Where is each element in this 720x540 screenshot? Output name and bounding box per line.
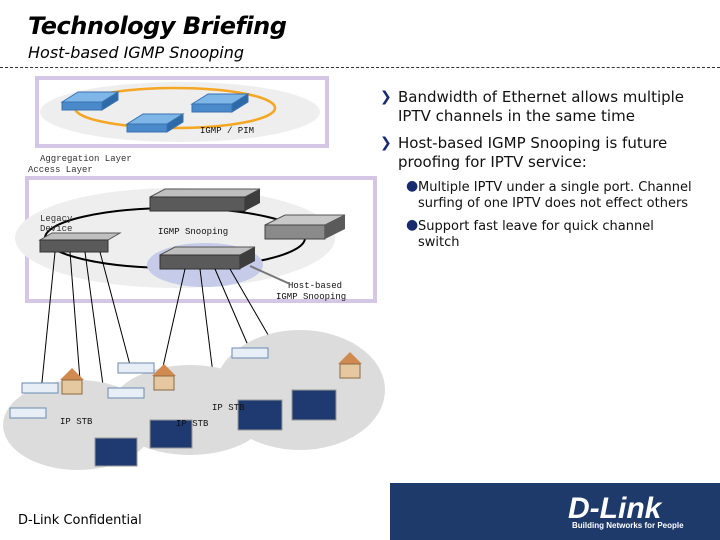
tv-icon — [94, 437, 138, 467]
igmp-snooping-label: IGMP Snooping — [158, 227, 228, 237]
sub-bullet-text: Multiple IPTV under a single port. Chann… — [418, 180, 692, 211]
sub-bullet-item: ● Multiple IPTV under a single port. Cha… — [378, 178, 698, 212]
igmp-pim-label: IGMP / PIM — [200, 126, 254, 136]
stb-icon — [231, 347, 269, 359]
legacy-switch-icon — [38, 232, 122, 253]
stb-icon — [9, 407, 47, 419]
core-switch-icon — [60, 91, 120, 111]
legacy-label-1: Legacy — [40, 214, 73, 224]
dlink-tagline: Building Networks for People — [572, 521, 684, 530]
slide-subtitle: Host-based IGMP Snooping — [28, 43, 245, 62]
sub-bullet-text: Support fast leave for quick channel swi… — [418, 219, 654, 250]
network-diagram: IGMP / PIM Aggregation Layer Access Laye… — [3, 76, 385, 470]
drop-lines — [39, 251, 301, 403]
stb-icon — [21, 382, 59, 394]
stb-icon — [107, 387, 145, 399]
ipstb-label: IP STB — [176, 419, 209, 429]
sub-bullet-item: ● Support fast leave for quick channel s… — [378, 217, 698, 251]
title-divider — [0, 67, 720, 68]
chevron-right-icon: ❯ — [380, 89, 392, 105]
ipstb-label: IP STB — [212, 403, 245, 413]
ipstb-label: IP STB — [60, 417, 93, 427]
access-label: Access Layer — [28, 165, 93, 175]
host-based-switch-icon — [159, 246, 256, 270]
core-switch-icon — [125, 113, 185, 133]
tv-icon — [149, 419, 193, 449]
core-box — [35, 76, 329, 148]
host-based-label-2: IGMP Snooping — [276, 292, 346, 302]
chevron-right-icon: ❯ — [380, 135, 392, 151]
legacy-switch-icon — [264, 214, 346, 240]
aggregation-switch-icon — [149, 188, 261, 212]
bullet-text: Bandwidth of Ethernet allows multiple IP… — [398, 88, 685, 125]
bullet-list: ❯ Bandwidth of Ethernet allows multiple … — [378, 88, 698, 258]
host-based-label-1: Host-based — [288, 281, 342, 291]
tv-icon — [291, 389, 337, 421]
house-icon — [152, 364, 176, 391]
core-ellipse — [40, 82, 320, 142]
host-based-pointer-arrow — [249, 265, 291, 285]
legacy-label-2: Device — [40, 224, 72, 234]
bullet-item: ❯ Bandwidth of Ethernet allows multiple … — [378, 88, 698, 126]
bullet-dot-icon: ● — [406, 178, 419, 194]
dlink-logo: D-Link — [568, 492, 662, 525]
bullet-item: ❯ Host-based IGMP Snooping is future pro… — [378, 134, 698, 172]
house-icon — [338, 352, 362, 379]
core-switch-icon — [190, 93, 250, 113]
bullet-dot-icon: ● — [406, 217, 419, 233]
house-icon — [60, 368, 84, 395]
confidential-label: D-Link Confidential — [18, 513, 142, 528]
stb-icon — [117, 362, 155, 374]
bullet-text: Host-based IGMP Snooping is future proof… — [398, 134, 668, 171]
slide-title: Technology Briefing — [28, 12, 287, 40]
footer-left-panel — [0, 483, 390, 540]
aggregation-label: Aggregation Layer — [40, 154, 132, 164]
tv-icon — [237, 399, 283, 431]
